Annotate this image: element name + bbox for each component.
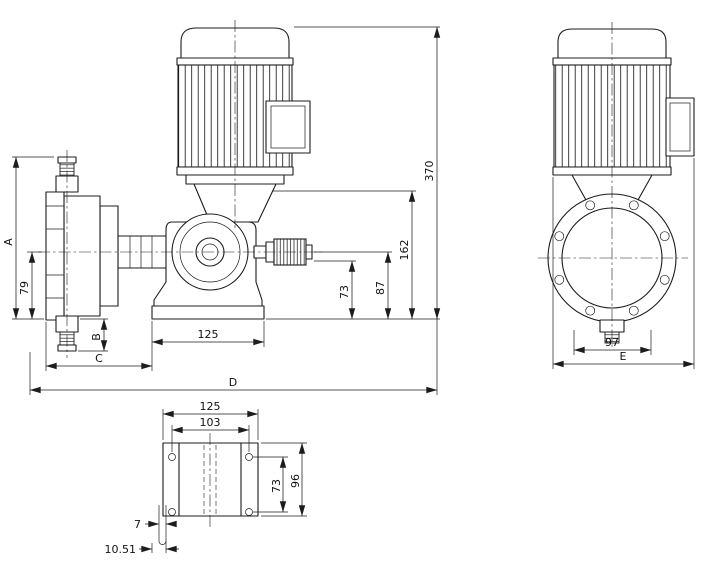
dim-97-label: 97 bbox=[605, 336, 619, 349]
dim-103-label: 103 bbox=[200, 416, 221, 429]
dim-B-label: B bbox=[90, 333, 103, 341]
mounting-hole bbox=[168, 508, 176, 516]
flange-bolt-hole bbox=[585, 200, 596, 211]
dim-96-label: 96 bbox=[289, 474, 302, 488]
dim-370-label: 370 bbox=[423, 161, 436, 182]
dim-79-label: 79 bbox=[18, 281, 31, 295]
head-body bbox=[63, 195, 101, 317]
mounting-hole bbox=[168, 453, 176, 461]
terminal-box-lid bbox=[270, 105, 306, 149]
dim-C-label: C bbox=[95, 352, 103, 365]
flange-bolt-hole bbox=[628, 305, 639, 316]
head-cover bbox=[45, 191, 65, 321]
flange-bolt-hole bbox=[554, 274, 565, 285]
flange-bolt-hole bbox=[659, 231, 670, 242]
dim-87-label: 87 bbox=[374, 281, 387, 295]
dim-E-label: E bbox=[620, 350, 627, 363]
dim-73-bottom-label: 73 bbox=[270, 479, 283, 493]
dim-1051-label: 10.51 bbox=[105, 543, 137, 556]
mounting-hole bbox=[245, 508, 253, 516]
side-view: 370 162 87 73 A 79 B 125 C D bbox=[2, 20, 441, 395]
flange-bolt-hole bbox=[554, 231, 565, 242]
flange-bolt-hole bbox=[628, 200, 639, 211]
dim-125-side-label: 125 bbox=[198, 328, 219, 341]
front-view-dimensions: 97 E bbox=[552, 158, 695, 369]
dim-73-label: 73 bbox=[338, 285, 351, 299]
pump-head-side bbox=[45, 156, 169, 352]
stroke-adjust-knob bbox=[253, 238, 313, 266]
head-spacer bbox=[99, 205, 119, 307]
drive-housing-side bbox=[151, 213, 265, 320]
dim-162-label: 162 bbox=[398, 240, 411, 261]
front-view: 97 E bbox=[538, 22, 695, 369]
mounting-plate bbox=[162, 442, 259, 517]
terminal-box-front-lid bbox=[669, 102, 691, 152]
dim-125-bottom-label: 125 bbox=[200, 400, 221, 413]
side-view-dimensions: 370 162 87 73 A 79 B 125 C D bbox=[2, 26, 441, 395]
motor-bell-adapter bbox=[193, 183, 277, 223]
motor-side bbox=[176, 27, 311, 223]
bottom-view-dimensions: 125 103 73 96 7 10.51 bbox=[105, 400, 307, 556]
flange-bolt-hole bbox=[585, 305, 596, 316]
flange-bolt-hole bbox=[659, 274, 670, 285]
dim-A-label: A bbox=[2, 238, 15, 246]
dim-7-label: 7 bbox=[134, 518, 141, 531]
motor-front bbox=[552, 28, 695, 201]
base-plate bbox=[151, 305, 265, 320]
dim-D-label: D bbox=[229, 376, 237, 389]
bottom-view: 125 103 73 96 7 10.51 bbox=[105, 400, 307, 556]
mounting-hole bbox=[245, 453, 253, 461]
